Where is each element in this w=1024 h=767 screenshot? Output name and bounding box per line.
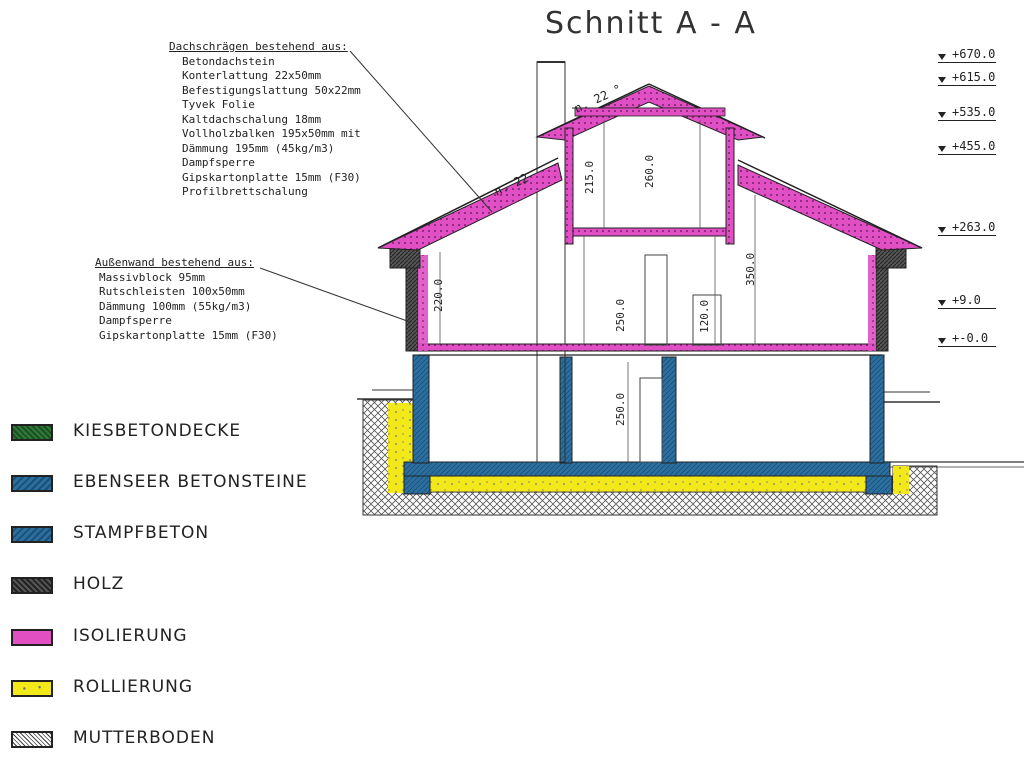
legend-label: EBENSEER BETONSTEINE [73,472,308,492]
roof-note-line: Vollholzbalken 195x50mm mit [182,127,361,140]
legend-item: ISOLIERUNG [11,625,311,649]
level-marker-icon [938,54,946,60]
roof-note-line: Dampfsperre [182,156,255,169]
dimension-label: 220.0 [432,278,445,312]
level-label: +455.0 [952,139,996,153]
dimension-label: 250.0 [614,392,627,426]
legend-item: KIESBETONDECKE [11,420,311,444]
level-label: +535.0 [952,105,996,119]
level-label: +263.0 [952,220,996,234]
legend-swatch [11,475,53,492]
level-marker-icon [938,338,946,344]
roof-note-line: Gipskartonplatte 15mm (F30) [182,170,361,184]
roof-note-heading: Dachschrägen bestehend aus: [169,40,348,53]
level-marker-icon [938,227,946,233]
level-marker-icon [938,77,946,83]
dimension-label: 215.0 [583,160,596,194]
legend-label: ISOLIERUNG [73,626,188,646]
wall-note-line: Rutschleisten 100x50mm [99,285,245,298]
level-label: +-0.0 [952,331,989,345]
roof-note-line: Tyvek Folie [182,98,255,111]
wall-note-line: Massivblock 95mm [99,270,205,284]
roof-note-line: Profilbrettschalung [182,185,308,198]
legend-item: HOLZ [11,573,311,597]
wall-note-heading: Außenwand bestehend aus: [95,256,254,269]
legend-swatch [11,731,53,748]
level-label: +9.0 [952,293,981,307]
wall-note-line: Gipskartonplatte 15mm (F30) [99,328,278,342]
roof-note-line: Betondachstein [182,54,275,68]
legend-swatch [11,424,53,441]
legend-label: ROLLIERUNG [73,677,194,697]
dimension-label: 260.0 [643,154,656,188]
level-label: +615.0 [952,70,996,84]
wall-note: Außenwand bestehend aus: Massivblock 95m… [95,256,278,343]
legend-item: STAMPFBETON [11,522,311,546]
roof-note-line: Konterlattung 22x50mm [182,69,322,82]
roof-note-line: Kaltdachschalung 18mm [182,112,322,126]
legend-item: MUTTERBODEN [11,727,311,751]
legend-label: MUTTERBODEN [73,728,216,748]
roof-note-line: Dämmung 195mm (45kg/m3) [182,141,335,155]
legend-label: STAMPFBETON [73,523,210,543]
legend-swatch [11,577,53,594]
drawing-title: Schnitt A - A [545,6,757,41]
legend-item: ROLLIERUNG [11,676,311,700]
level-marker-icon [938,300,946,306]
legend-label: HOLZ [73,574,125,594]
level-label: +670.0 [952,47,996,61]
legend-swatch [11,629,53,646]
legend-item: EBENSEER BETONSTEINE [11,471,311,495]
wall-note-line: Dämmung 100mm (55kg/m3) [99,299,252,313]
level-marker-icon [938,146,946,152]
roof-note-line: Befestigungslattung 50x22mm [182,83,361,97]
level-marker-icon [938,112,946,118]
roof-note: Dachschrägen bestehend aus: Betondachste… [169,40,361,200]
legend-label: KIESBETONDECKE [73,421,242,441]
legend-swatch [11,526,53,543]
wall-note-line: Dampfsperre [99,314,172,327]
dimension-label: 120.0 [698,299,711,333]
dimension-label: 350.0 [744,252,757,286]
legend-swatch [11,680,53,697]
dimension-label: 250.0 [614,298,627,332]
